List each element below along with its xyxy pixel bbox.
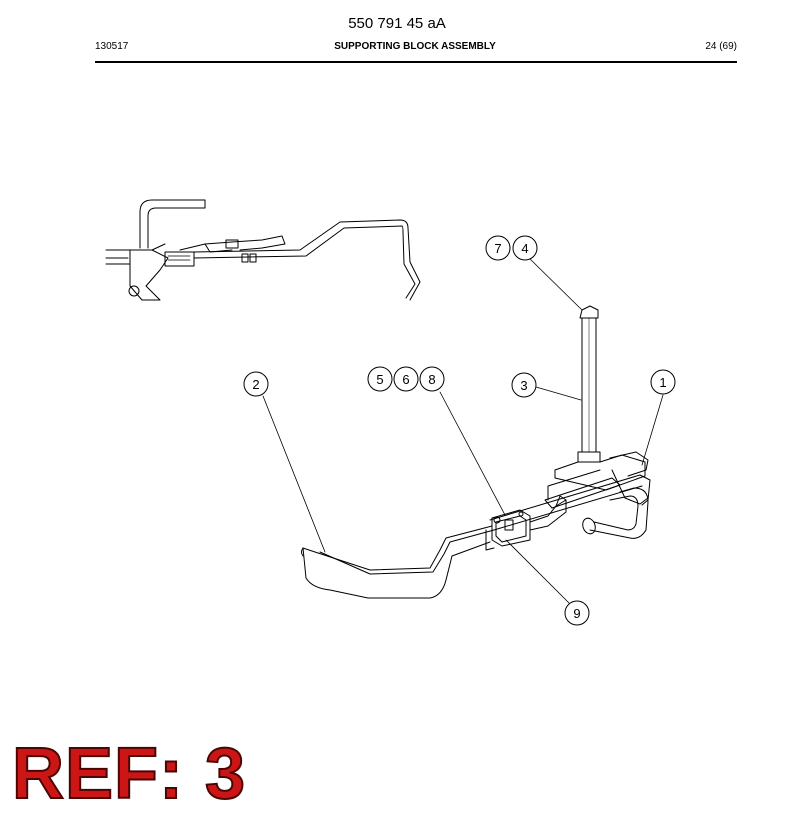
leader-lines bbox=[262, 257, 664, 604]
callout-7: 7 bbox=[485, 235, 511, 261]
svg-text:6: 6 bbox=[402, 372, 409, 387]
svg-text:7: 7 bbox=[494, 241, 501, 256]
callout-1: 1 bbox=[650, 369, 676, 395]
ref-stamp: REF: 3 bbox=[11, 734, 247, 814]
header-divider bbox=[95, 61, 737, 63]
main-view bbox=[301, 305, 651, 599]
callout-5: 5 bbox=[367, 366, 393, 392]
callout-4: 4 bbox=[512, 235, 538, 261]
svg-text:5: 5 bbox=[376, 372, 383, 387]
page-title: SUPPORTING BLOCK ASSEMBLY bbox=[334, 41, 496, 52]
overview-view bbox=[105, 199, 421, 301]
callout-2: 2 bbox=[243, 371, 269, 397]
callout-8: 8 bbox=[419, 366, 445, 392]
svg-text:3: 3 bbox=[520, 378, 527, 393]
svg-text:4: 4 bbox=[521, 241, 528, 256]
svg-text:8: 8 bbox=[428, 372, 435, 387]
page-number: 24 (69) bbox=[705, 41, 737, 52]
callout-6: 6 bbox=[393, 366, 419, 392]
callouts: 1 2 3 7 4 5 6 8 bbox=[243, 235, 676, 626]
svg-text:9: 9 bbox=[573, 606, 580, 621]
svg-text:2: 2 bbox=[252, 377, 259, 392]
document-number: 550 791 45 aA bbox=[348, 15, 446, 32]
date-code: 130517 bbox=[95, 41, 129, 52]
svg-text:1: 1 bbox=[659, 375, 666, 390]
callout-9: 9 bbox=[564, 600, 590, 626]
callout-3: 3 bbox=[511, 372, 537, 398]
